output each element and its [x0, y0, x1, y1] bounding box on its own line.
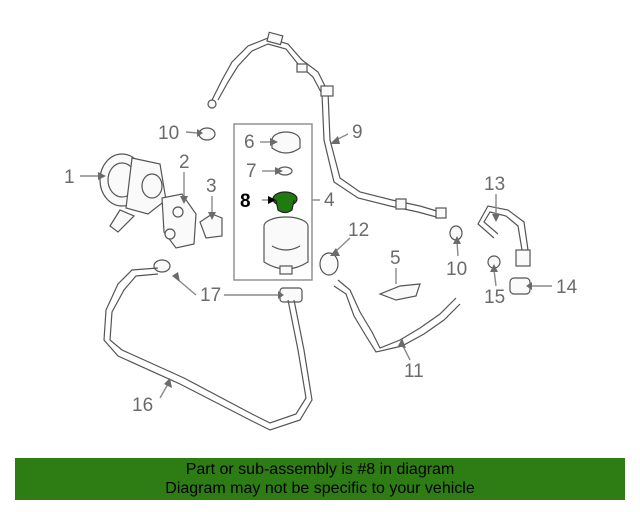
- callout-15: 15: [484, 287, 505, 308]
- cooler-line-part-11: [333, 279, 461, 353]
- callout-4: 4: [324, 190, 335, 211]
- bracket-part-5: [378, 283, 421, 301]
- reservoir-group-box: [233, 123, 313, 281]
- clamp-part-17b: [153, 259, 171, 273]
- callout-9: 9: [352, 122, 363, 143]
- callout-7: 7: [246, 161, 257, 182]
- clamp-part-12: [319, 252, 339, 276]
- callout-8-highlighted: 8: [240, 191, 251, 212]
- callout-10-lower: 10: [446, 259, 467, 280]
- o-ring-part-10-lower: [449, 225, 463, 241]
- strainer-part-8: [272, 191, 298, 214]
- callout-1: 1: [64, 167, 75, 188]
- callout-13: 13: [484, 174, 505, 195]
- pump-part-1: [99, 153, 167, 233]
- part-info-banner: Part or sub-assembly is #8 in diagram Di…: [15, 458, 625, 500]
- parts-diagram: 1 2 3 4 5 6 7 8 9 10 10 11 12 13 14 15 1…: [64, 31, 578, 431]
- callout-14: 14: [556, 277, 578, 298]
- callout-12: 12: [348, 220, 369, 241]
- banner-line-part-number: Part or sub-assembly is #8 in diagram: [185, 461, 455, 478]
- leader-arrows: [98, 129, 532, 388]
- callout-3: 3: [206, 176, 217, 197]
- callout-5: 5: [390, 248, 401, 269]
- callout-2: 2: [179, 152, 190, 173]
- callout-10-upper: 10: [158, 123, 179, 144]
- bracket-part-2: [161, 193, 197, 249]
- callout-11: 11: [404, 361, 424, 382]
- pressure-hose-part-9: [207, 31, 447, 219]
- callout-16: 16: [132, 395, 153, 416]
- hose-part-13: [477, 205, 531, 267]
- callout-17: 17: [200, 285, 221, 306]
- cap-part-6: [271, 131, 301, 154]
- callout-6: 6: [244, 132, 255, 153]
- reservoir-body: [263, 216, 309, 275]
- return-line-part-16: [103, 267, 313, 431]
- banner-line-disclaimer: Diagram may not be specific to your vehi…: [165, 480, 475, 497]
